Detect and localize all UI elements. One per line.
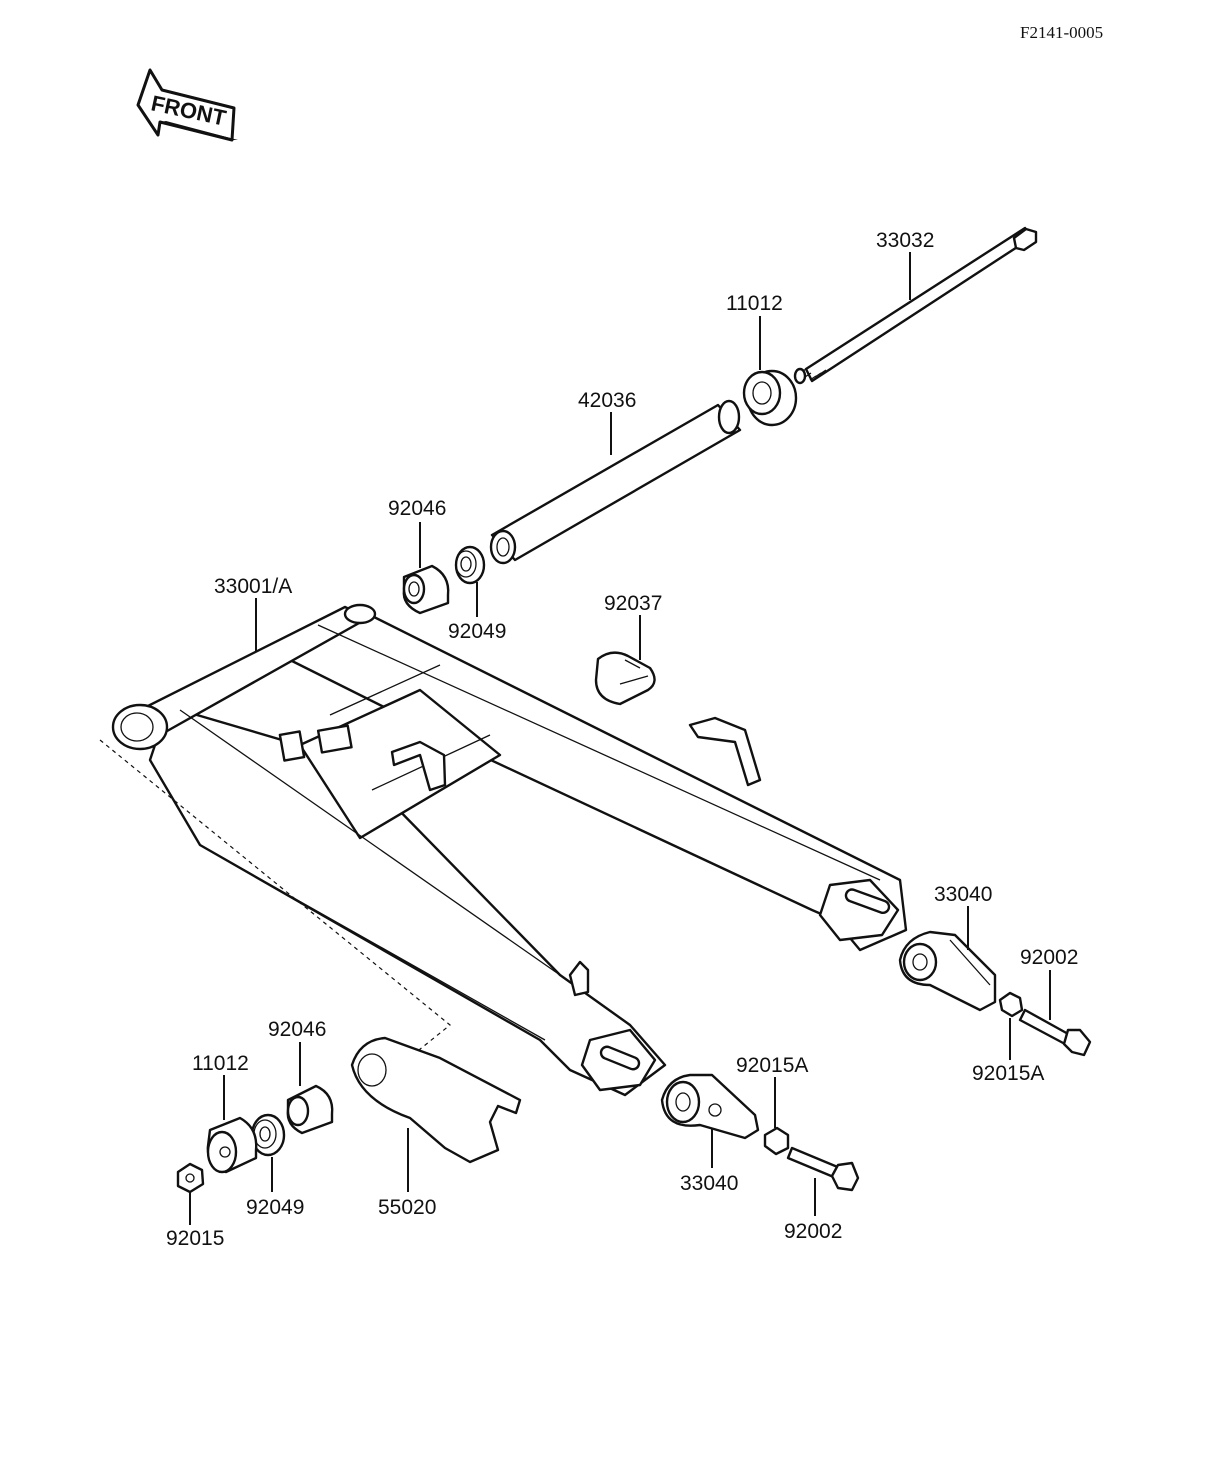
chain-guard [350,1036,522,1164]
label-33040-left: 33040 [680,1172,738,1195]
pivot-bush-bottom [286,1084,334,1135]
pivot-sleeve [489,399,742,565]
diagram-code: F2141-0005 [1020,23,1103,42]
nut-92015a-left [763,1126,790,1156]
leader-lines [189,252,1051,1225]
label-92046-bottom: 92046 [268,1018,326,1041]
label-92015a-right: 92015A [972,1062,1044,1085]
bolt-92002-left [786,1146,860,1192]
label-92002-left: 92002 [784,1220,842,1243]
label-33032: 33032 [876,229,934,252]
bolt-92002-right [1018,1008,1092,1057]
collar-92037 [594,651,656,706]
pivot-bearing-top [454,545,486,585]
pivot-seal-bottom [206,1116,258,1174]
label-33001a: 33001/A [214,575,292,598]
nut-92015a-right [998,991,1024,1018]
pivot-seal-top [742,369,798,427]
label-92046-top: 92046 [388,497,446,520]
label-92049-bottom: 92049 [246,1196,304,1219]
label-92049-top: 92049 [448,620,506,643]
label-11012-top: 11012 [726,292,783,315]
label-92037: 92037 [604,592,662,615]
label-11012-bottom: 11012 [192,1052,249,1075]
swingarm [111,603,908,1097]
label-55020: 55020 [378,1196,436,1219]
front-arrow-icon: FRONT [136,68,238,142]
label-92015: 92015 [166,1227,224,1250]
label-33040-right: 33040 [934,883,992,906]
pivot-bush-top [402,564,450,615]
chain-adjuster-left [660,1073,760,1140]
label-92002-right: 92002 [1020,946,1078,969]
label-92015a-left: 92015A [736,1054,808,1077]
chain-adjuster-right [898,930,997,1012]
part-labels: 33032 11012 42036 92046 92049 92037 3300… [166,229,1078,1250]
nut-92015 [176,1162,205,1194]
pivot-bolt [793,226,1038,385]
label-42036: 42036 [578,389,636,412]
